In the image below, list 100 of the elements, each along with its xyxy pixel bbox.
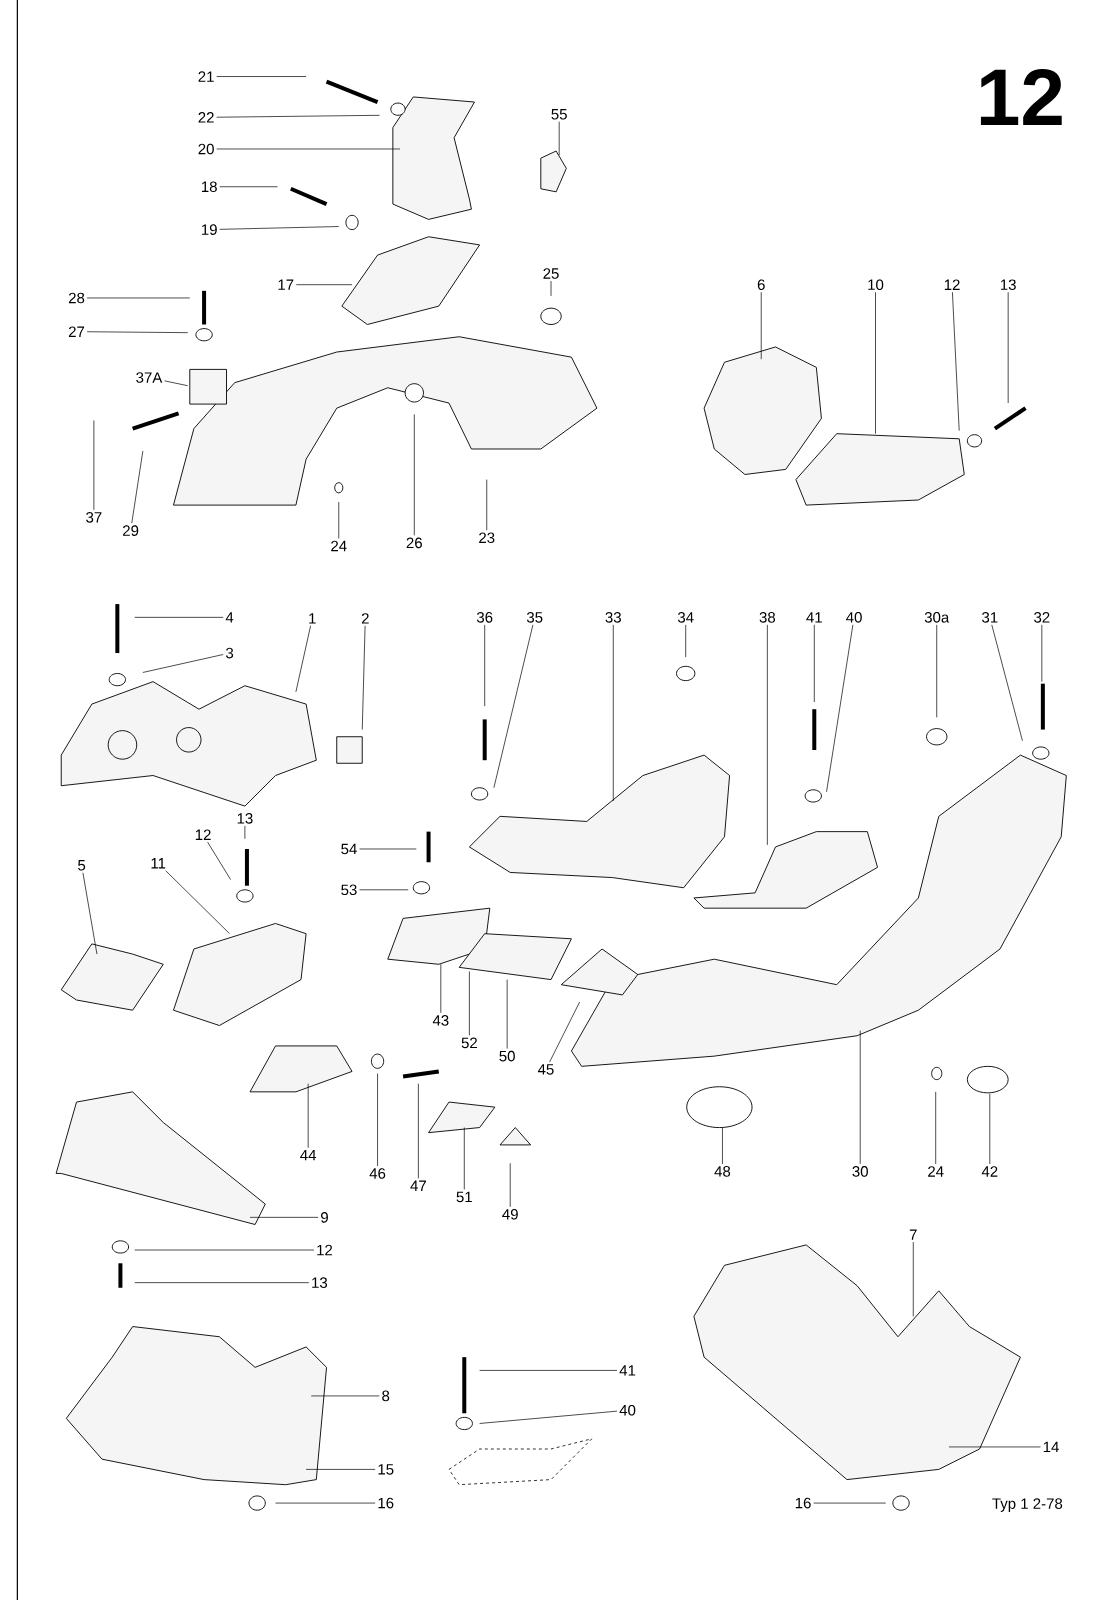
leader-line — [912, 1241, 914, 1317]
callout-number: 52 — [461, 1037, 477, 1049]
leader-line — [685, 624, 686, 658]
leader-line — [813, 1502, 886, 1504]
leader-line — [142, 654, 224, 673]
callout-number: 4 — [225, 612, 234, 623]
callout-number: 7 — [909, 1229, 917, 1240]
callout-number: 46 — [369, 1168, 386, 1179]
callout-number: 49 — [502, 1209, 518, 1220]
callout-number: 17 — [278, 279, 294, 290]
leader-line — [948, 1446, 1041, 1448]
callout-number: 11 — [151, 858, 166, 869]
leader-line — [479, 1370, 618, 1371]
callout-number: 37A — [136, 372, 163, 383]
callout-number: 10 — [868, 279, 884, 290]
callout-number: 30 — [852, 1166, 868, 1177]
leader-line — [936, 624, 937, 718]
leader-line — [550, 280, 552, 297]
leader-line — [377, 1073, 378, 1167]
leader-line — [165, 870, 230, 935]
leader-line — [219, 186, 278, 188]
callout-number: 44 — [300, 1149, 316, 1161]
callout-number: 19 — [201, 224, 217, 235]
callout-number: 12 — [195, 829, 211, 840]
callout-number: 8 — [382, 1390, 390, 1402]
leader-line — [486, 479, 487, 531]
callout-number: 25 — [543, 268, 559, 279]
leader-line — [468, 971, 470, 1036]
leader-line — [766, 624, 768, 846]
leader-line — [295, 284, 353, 286]
callout-number: 15 — [378, 1464, 394, 1475]
leader-line — [295, 625, 311, 693]
leader-line — [359, 889, 409, 891]
leader-line — [275, 1502, 376, 1504]
leader-line — [989, 1093, 990, 1165]
callout-number: 13 — [312, 1277, 327, 1288]
callout-number: 2 — [361, 613, 369, 624]
callout-number: 35 — [526, 612, 543, 623]
callout-number: 20 — [198, 143, 214, 155]
leader-line — [338, 501, 339, 539]
leader-line — [859, 1030, 861, 1165]
leader-line — [216, 114, 380, 118]
callout-number: 22 — [198, 112, 214, 123]
leader-line — [493, 624, 534, 789]
callout-number: 32 — [1033, 612, 1050, 623]
leader-line — [417, 1083, 419, 1179]
leader-line — [82, 872, 98, 955]
callout-number: 27 — [68, 326, 84, 337]
callout-number: 21 — [198, 71, 214, 82]
callout-number: 24 — [331, 540, 347, 552]
leader-line — [558, 121, 560, 156]
leader-line — [826, 624, 854, 793]
leader-line — [307, 1083, 309, 1149]
leader-line — [207, 841, 231, 880]
callout-number: 5 — [77, 860, 86, 871]
leader-line — [164, 380, 188, 387]
callout-number: 30a — [924, 612, 950, 623]
callout-number: 29 — [122, 525, 139, 536]
callout-number: 41 — [619, 1365, 635, 1376]
callout-number: 1 — [309, 613, 316, 624]
callout-number: 12 — [944, 279, 960, 290]
leader-line — [1041, 624, 1043, 682]
callout-number: 42 — [981, 1166, 998, 1177]
callout-number: 40 — [845, 612, 862, 623]
leader-line — [440, 963, 442, 1014]
leader-line — [244, 825, 246, 840]
leader-line — [549, 1001, 580, 1063]
callout-number: 12 — [317, 1244, 332, 1256]
leader-line — [216, 76, 307, 77]
callout-number: 45 — [537, 1064, 554, 1075]
leader-line — [134, 617, 224, 618]
leader-line — [305, 1469, 376, 1470]
leader-line — [219, 226, 339, 230]
callout-number: 41 — [806, 612, 822, 623]
leader-line — [413, 413, 415, 536]
leader-line — [359, 848, 417, 850]
callout-number: 36 — [476, 612, 493, 623]
leader-line — [935, 1091, 936, 1165]
callout-number: 28 — [68, 292, 85, 304]
callout-number: 6 — [757, 279, 765, 290]
callout-number: 3 — [225, 647, 233, 659]
callout-number: 13 — [1000, 279, 1016, 290]
callout-number: 47 — [410, 1180, 426, 1191]
leader-line — [721, 1127, 723, 1165]
callout-number: 9 — [320, 1212, 328, 1223]
callout-number: 54 — [341, 843, 357, 855]
leader-line — [249, 1217, 319, 1218]
page-number: 12 — [980, 69, 1062, 125]
leader-line — [479, 1410, 618, 1424]
leader-line — [484, 624, 485, 707]
callout-number: 50 — [499, 1050, 515, 1062]
leader-line — [875, 291, 876, 435]
callout-number: 16 — [378, 1497, 394, 1509]
leader-line — [361, 625, 366, 730]
callout-number: 33 — [605, 612, 621, 623]
leader-line — [506, 979, 508, 1049]
callout-number: 53 — [341, 884, 357, 896]
leader-line — [991, 624, 1023, 742]
callout-number: 16 — [795, 1497, 811, 1509]
callout-number: 13 — [237, 813, 253, 824]
